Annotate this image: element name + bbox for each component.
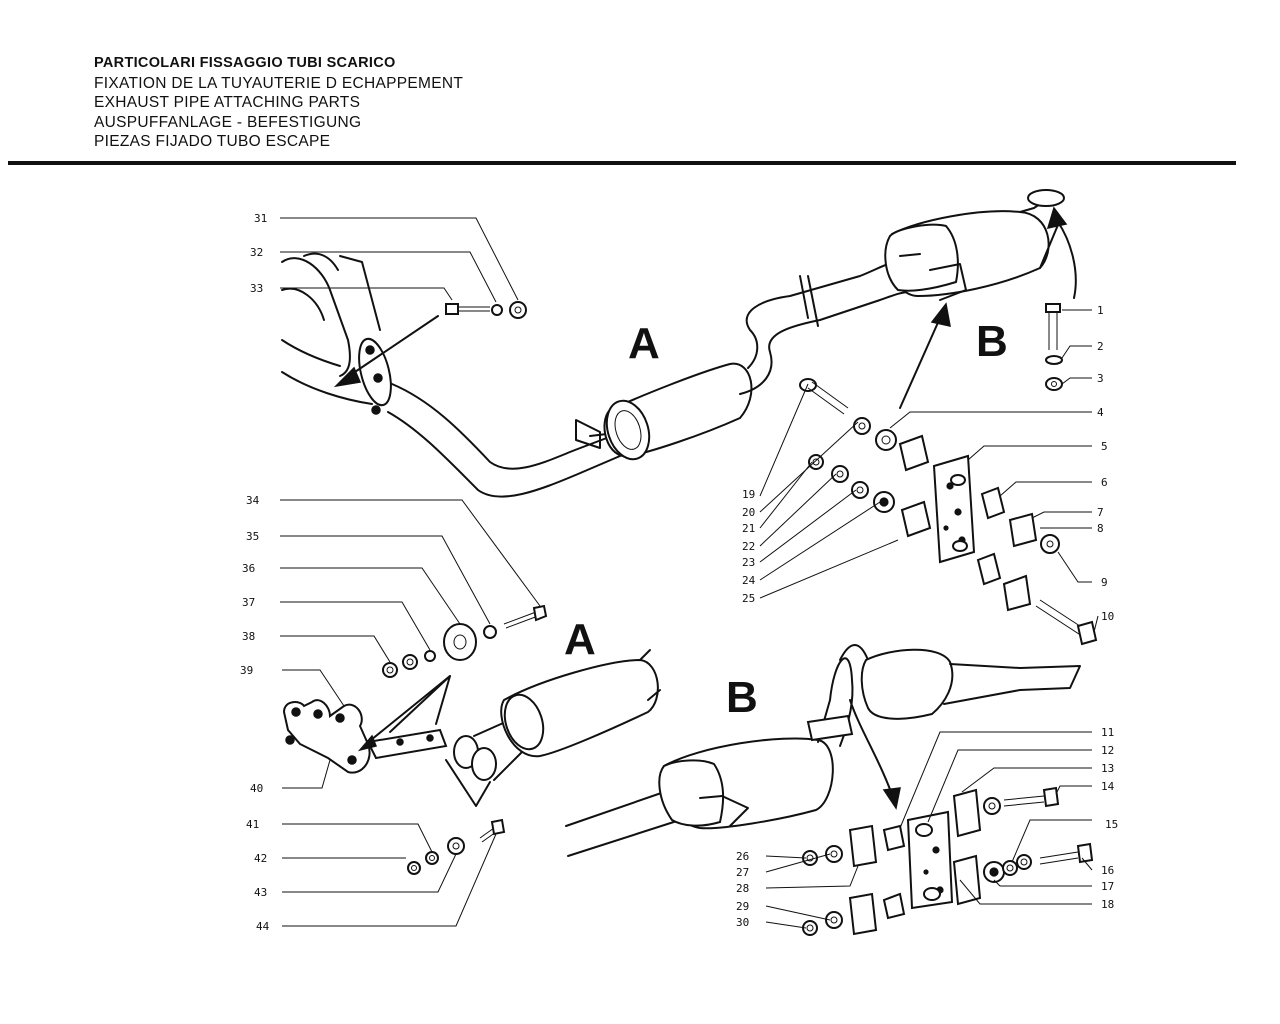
callout-14: 14 bbox=[1101, 780, 1115, 793]
callout-43: 43 bbox=[254, 886, 267, 899]
callout-37: 37 bbox=[242, 596, 255, 609]
callout-35: 35 bbox=[246, 530, 259, 543]
callout-32: 32 bbox=[250, 246, 263, 259]
detail-label-a-top: A bbox=[628, 319, 660, 368]
detail-a-assembly bbox=[282, 604, 661, 875]
callout-29: 29 bbox=[736, 900, 749, 913]
title-block: PARTICOLARI FISSAGGIO TUBI SCARICO FIXAT… bbox=[94, 54, 463, 152]
callout-33: 33 bbox=[250, 282, 263, 295]
callout-10: 10 bbox=[1101, 610, 1114, 623]
callout-24: 24 bbox=[742, 574, 756, 587]
callout-9: 9 bbox=[1101, 576, 1108, 589]
header-rule bbox=[8, 161, 1236, 165]
leader-lines bbox=[280, 217, 1099, 929]
callout-27: 27 bbox=[736, 866, 749, 879]
callout-40: 40 bbox=[250, 782, 263, 795]
detail-b-assembly bbox=[565, 644, 1094, 936]
callout-18: 18 bbox=[1101, 898, 1114, 911]
detail-label-a-lower: A bbox=[564, 615, 596, 664]
callout-36: 36 bbox=[242, 562, 255, 575]
callout-34: 34 bbox=[246, 494, 260, 507]
callout-20: 20 bbox=[742, 506, 755, 519]
callout-2: 2 bbox=[1097, 340, 1104, 353]
callout-6: 6 bbox=[1101, 476, 1108, 489]
callout-22: 22 bbox=[742, 540, 755, 553]
callout-44: 44 bbox=[256, 920, 270, 933]
callout-15: 15 bbox=[1105, 818, 1118, 831]
callout-25: 25 bbox=[742, 592, 755, 605]
callout-38: 38 bbox=[242, 630, 255, 643]
title-english: EXHAUST PIPE ATTACHING PARTS bbox=[94, 94, 361, 111]
callout-23: 23 bbox=[742, 556, 755, 569]
top-left-fastener-set bbox=[445, 301, 527, 319]
title-italian: PARTICOLARI FISSAGGIO TUBI SCARICO bbox=[94, 55, 396, 71]
callout-31: 31 bbox=[254, 212, 267, 225]
callout-42: 42 bbox=[254, 852, 267, 865]
callout-13: 13 bbox=[1101, 762, 1114, 775]
callout-7: 7 bbox=[1097, 506, 1104, 519]
callout-12: 12 bbox=[1101, 744, 1114, 757]
title-french: FIXATION DE LA TUYAUTERIE D ECHAPPEMENT bbox=[94, 74, 464, 92]
callout-1: 1 bbox=[1097, 304, 1104, 317]
callout-4: 4 bbox=[1097, 406, 1104, 419]
callout-30: 30 bbox=[736, 916, 749, 929]
callout-21: 21 bbox=[742, 522, 755, 535]
callout-8: 8 bbox=[1097, 522, 1104, 535]
title-spanish: PIEZAS FIJADO TUBO ESCAPE bbox=[94, 133, 331, 150]
callout-3: 3 bbox=[1097, 372, 1104, 385]
top-exhaust-assembly bbox=[281, 189, 1077, 498]
callout-17: 17 bbox=[1101, 880, 1114, 893]
callout-numbers: 1 2 3 4 5 6 7 8 9 10 11 12 13 14 15 16 1… bbox=[240, 212, 1118, 933]
callout-39: 39 bbox=[240, 664, 253, 677]
callout-41: 41 bbox=[246, 818, 259, 831]
detail-label-b-top: B bbox=[976, 317, 1008, 366]
callout-28: 28 bbox=[736, 882, 749, 895]
callout-11: 11 bbox=[1101, 726, 1114, 739]
top-right-hanger-kit bbox=[799, 303, 1098, 646]
callout-19: 19 bbox=[742, 488, 755, 501]
detail-label-b-lower: B bbox=[726, 673, 758, 722]
callout-26: 26 bbox=[736, 850, 749, 863]
callout-5: 5 bbox=[1101, 440, 1108, 453]
title-german: AUSPUFFANLAGE - BEFESTIGUNG bbox=[94, 113, 362, 131]
callout-16: 16 bbox=[1101, 864, 1114, 877]
